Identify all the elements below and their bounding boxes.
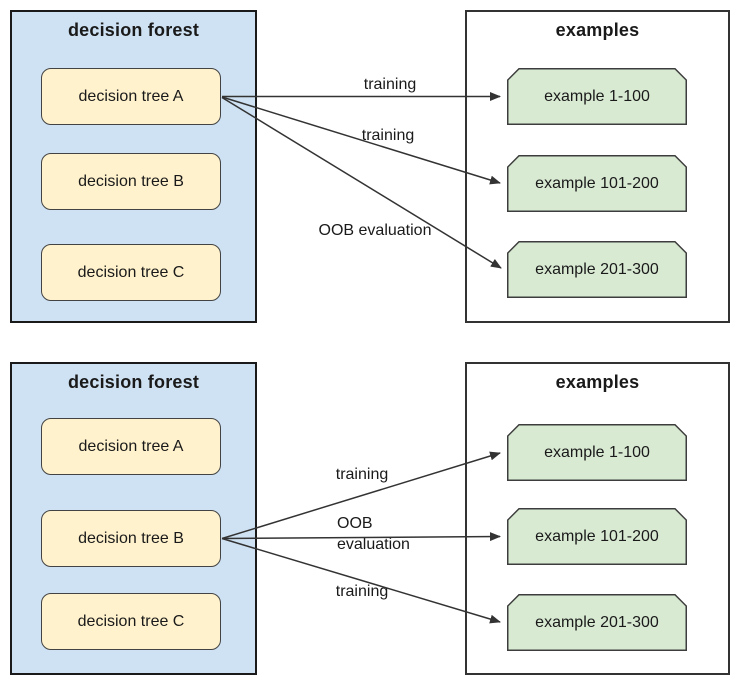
decision-forest-title: decision forest <box>67 372 200 392</box>
decision-tree-b-label: decision tree B <box>78 172 184 190</box>
examples-title: examples <box>555 372 640 392</box>
decision-tree-a-label: decision tree A <box>78 87 184 105</box>
arrow-label-training-2: training <box>335 583 389 600</box>
beveled-card-shape <box>507 155 687 212</box>
beveled-card-shape <box>507 68 687 125</box>
examples-title: examples <box>555 20 640 40</box>
decision-tree-a-node: decision tree A <box>41 418 221 475</box>
example-1-100-node: example 1-100 <box>507 424 687 481</box>
example-201-300-node: example 201-300 <box>507 594 687 651</box>
beveled-card-shape <box>507 508 687 565</box>
decision-tree-b-label: decision tree B <box>78 529 184 547</box>
example-101-200-label: example 101-200 <box>535 174 659 192</box>
decision-tree-b-node: decision tree B <box>41 153 221 210</box>
example-201-300-label: example 201-300 <box>535 260 659 278</box>
example-201-300-label: example 201-300 <box>535 613 659 631</box>
decision-tree-a-node: decision tree A <box>41 68 221 125</box>
example-1-100-label: example 1-100 <box>544 443 650 461</box>
arrow-label-training-2: training <box>361 127 415 144</box>
arrow-label-training-1: training <box>363 76 417 93</box>
beveled-card-shape <box>507 424 687 481</box>
decision-tree-c-node: decision tree C <box>41 593 221 650</box>
example-201-300-node: example 201-300 <box>507 241 687 298</box>
decision-tree-c-node: decision tree C <box>41 244 221 301</box>
decision-tree-c-label: decision tree C <box>77 612 185 630</box>
example-101-200-label: example 101-200 <box>535 527 659 545</box>
beveled-card-shape <box>507 594 687 651</box>
beveled-card-shape <box>507 241 687 298</box>
example-101-200-node: example 101-200 <box>507 155 687 212</box>
example-101-200-node: example 101-200 <box>507 508 687 565</box>
decision-tree-b-node: decision tree B <box>41 510 221 567</box>
decision-forest-title: decision forest <box>67 20 200 40</box>
arrow-treeA-to-example3 <box>221 96 502 269</box>
example-1-100-label: example 1-100 <box>544 87 650 105</box>
arrow-label-oob-evaluation: OOB evaluation <box>318 222 432 239</box>
arrow-label-oob-evaluation: OOB evaluation <box>337 515 410 553</box>
arrow-label-training-1: training <box>335 466 389 483</box>
decision-tree-a-label: decision tree A <box>78 437 184 455</box>
example-1-100-node: example 1-100 <box>507 68 687 125</box>
decision-tree-c-label: decision tree C <box>77 263 185 281</box>
